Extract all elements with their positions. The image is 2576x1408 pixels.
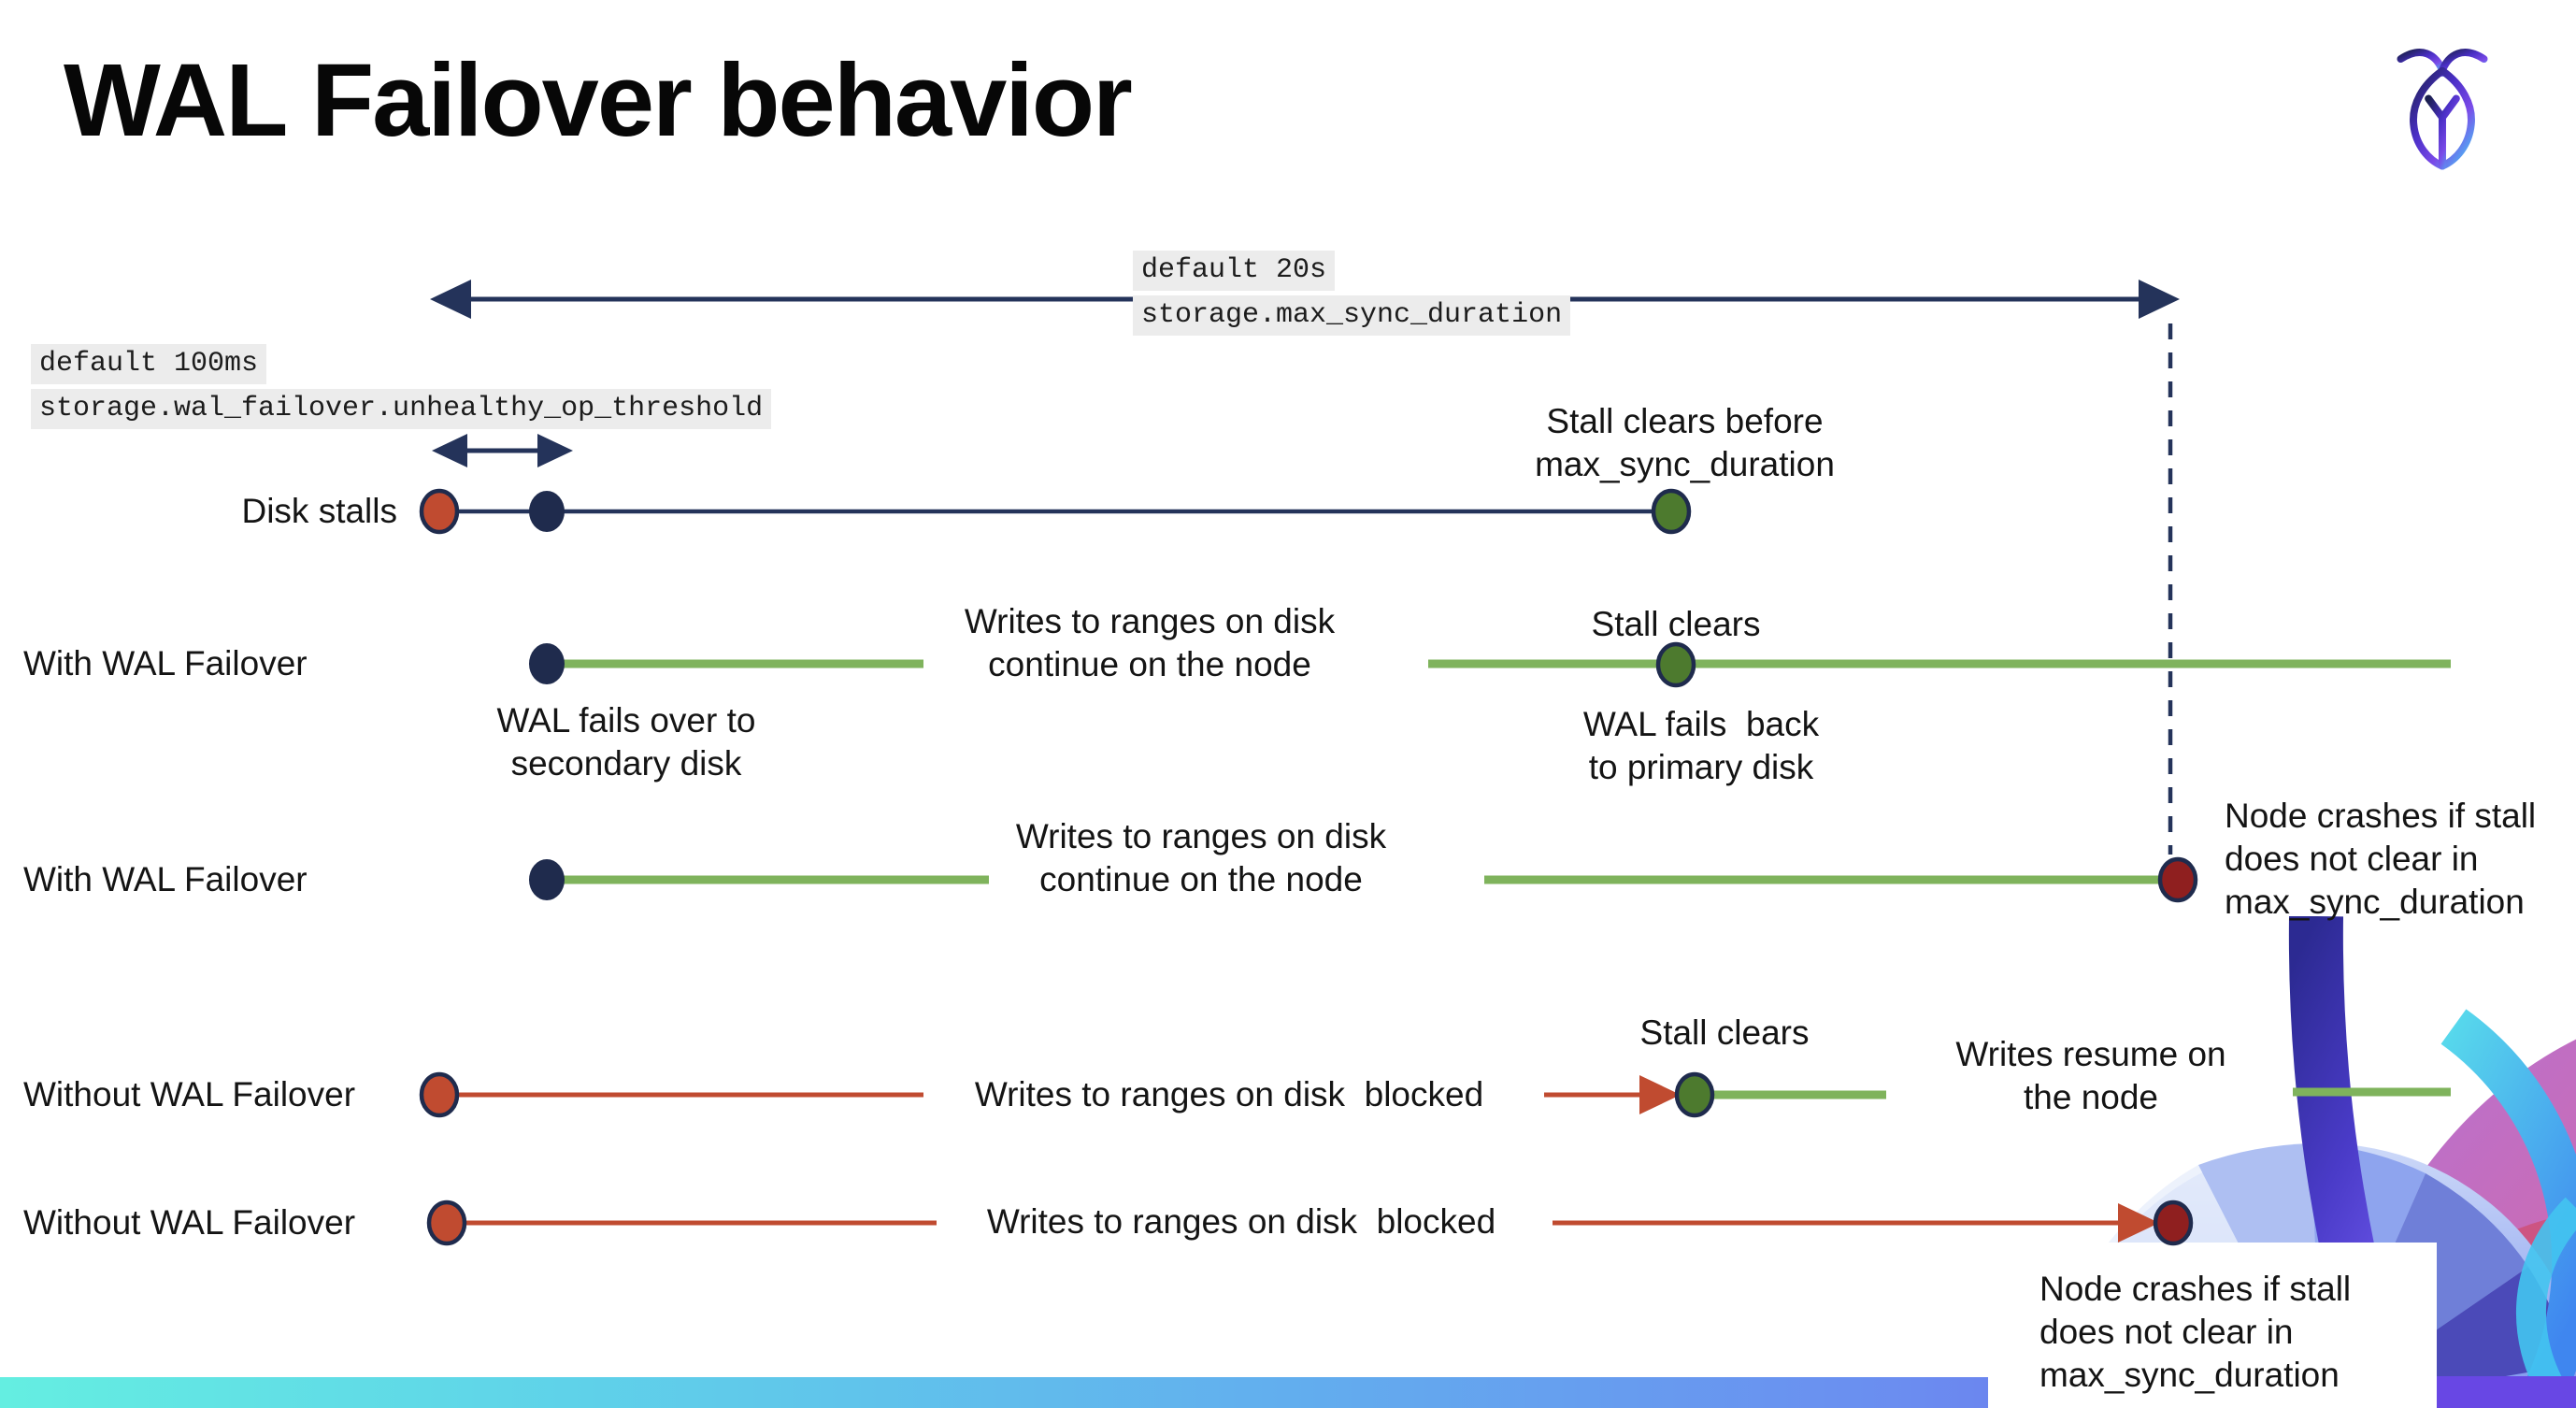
- node-crash-dot: [2153, 1200, 2194, 1246]
- unhealthy-op-threshold-arrow: [432, 434, 573, 467]
- row-disk-stalls: [419, 488, 1692, 535]
- row-with-wal-failover-2: [529, 856, 2198, 903]
- setting-label-max-sync-duration: default 20s storage.max_sync_duration: [1133, 251, 1571, 336]
- annotation-stall-clears-2: Stall clears: [1639, 1013, 1810, 1052]
- arrowhead-right: [2139, 280, 2180, 319]
- row-with-wal-failover-1: [529, 641, 2451, 688]
- arrowhead-left: [430, 280, 471, 319]
- page-title: WAL Failover behavior: [64, 43, 1133, 158]
- annotation-wal-fails-over: WAL fails over to secondary disk: [496, 701, 756, 783]
- failover-dot: [529, 643, 565, 684]
- disk-stall-start-dot: [419, 1071, 460, 1118]
- blocked-arrowhead: [2118, 1203, 2159, 1243]
- annotation-writes-blocked-1: Writes to ranges on disk blocked: [974, 1075, 1484, 1113]
- stall-clears-dot: [1674, 1071, 1715, 1118]
- annotation-node-crashes-2: Node crashes if stall does not clear in …: [2039, 1270, 2352, 1394]
- setting-default-value: default 20s: [1133, 251, 1336, 291]
- arrowhead-right: [537, 434, 573, 467]
- annotation-wal-fails-back: WAL fails back to primary disk: [1582, 705, 1820, 786]
- row-label-without-wal-failover-2: Without WAL Failover: [23, 1203, 356, 1242]
- annotation-stall-clears-before: Stall clears before max_sync_duration: [1535, 402, 1835, 483]
- setting-default-value: default 100ms: [31, 344, 267, 384]
- setting-label-unhealthy-op-threshold: default 100ms storage.wal_failover.unhea…: [31, 344, 772, 429]
- annotation-writes-blocked-2: Writes to ranges on disk blocked: [986, 1202, 1496, 1241]
- row-label-without-wal-failover-1: Without WAL Failover: [23, 1075, 356, 1113]
- row-label-with-wal-failover-1: With WAL Failover: [23, 644, 308, 682]
- node-crash-note-box: [1988, 1243, 2437, 1408]
- disk-stall-start-dot: [419, 488, 460, 535]
- setting-name: storage.wal_failover.unhealthy_op_thresh…: [31, 389, 772, 429]
- stall-clears-dot: [1651, 488, 1692, 535]
- cockroachdb-logo-icon: [2397, 49, 2488, 170]
- stall-clears-dot: [1655, 641, 1696, 688]
- row-label-with-wal-failover-2: With WAL Failover: [23, 860, 308, 898]
- blocked-arrowhead: [1639, 1075, 1681, 1114]
- annotation-writes-continue-2: Writes to ranges on disk continue on the…: [1015, 817, 1387, 898]
- arrowhead-left: [432, 434, 467, 467]
- annotation-writes-continue-1: Writes to ranges on disk continue on the…: [964, 602, 1336, 683]
- annotation-stall-clears-1: Stall clears: [1591, 605, 1761, 643]
- setting-name: storage.max_sync_duration: [1133, 295, 1571, 336]
- disk-stall-start-dot: [426, 1200, 467, 1246]
- annotation-writes-resume: Writes resume on the node: [1955, 1035, 2226, 1116]
- annotation-node-crashes-1: Node crashes if stall does not clear in …: [2225, 797, 2537, 921]
- row-without-wal-failover-2: [426, 1200, 2194, 1246]
- row-label-disk-stalls: Disk stalls: [241, 492, 397, 530]
- node-crash-dot: [2157, 856, 2198, 903]
- row-without-wal-failover-1: [419, 1071, 2451, 1118]
- threshold-dot: [529, 491, 565, 532]
- failover-dot: [529, 859, 565, 900]
